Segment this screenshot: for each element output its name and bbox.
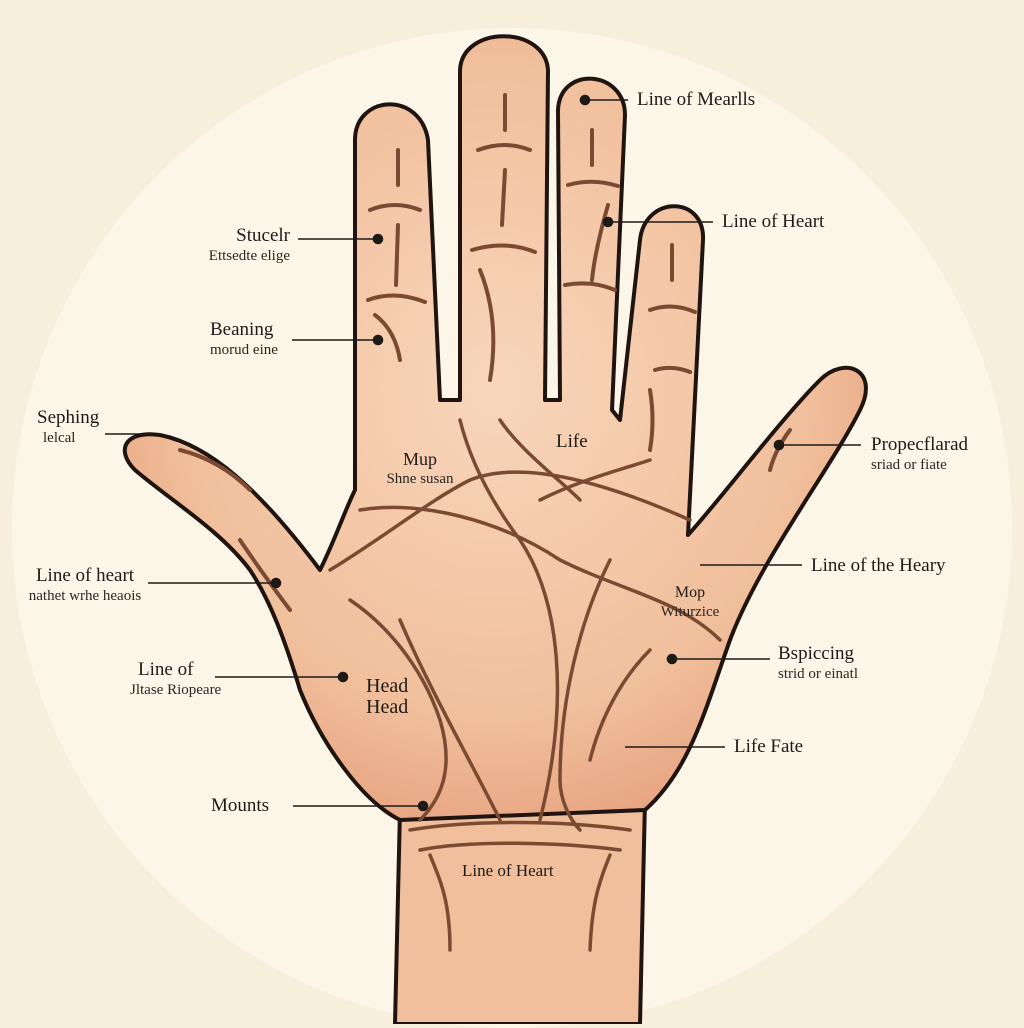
label-line-of-the-heary: Line of the Heary xyxy=(811,555,946,576)
label-sephing: Sephing lelcal xyxy=(37,407,100,446)
label-line-of-left: Line of Jltase Riopeare xyxy=(130,659,222,698)
palm-label-mup: Mup Shne susan xyxy=(386,449,454,487)
label-line-of-heart-left: Line of heart nathet wrhe heaois xyxy=(28,565,142,604)
label-propecflarad: Propecflarad sriad or fiate xyxy=(871,434,969,473)
hand-outline xyxy=(122,34,868,822)
label-line-of-heart-top: Line of Heart xyxy=(722,211,825,232)
label-bspiccing: Bspiccing strid or einatl xyxy=(778,643,858,682)
finger-creases xyxy=(178,93,792,612)
palm-label-head: Head Head xyxy=(366,675,409,718)
palm-label-mop: Mop Witurzice xyxy=(660,584,720,620)
label-beaning: Beaning morud eine xyxy=(210,319,278,358)
wrist xyxy=(392,797,648,1024)
leader-lines xyxy=(105,94,861,812)
label-life-fate: Life Fate xyxy=(734,736,804,757)
palm-label-life: Life xyxy=(556,431,588,452)
label-stucelr: Stucelr Ettsedte elige xyxy=(208,225,290,264)
label-line-of-mearlls: Line of Mearlls xyxy=(637,89,756,110)
label-mounts: Mounts xyxy=(211,795,270,816)
palm-lines xyxy=(328,418,722,952)
wrist-label: Line of Heart xyxy=(462,861,554,880)
